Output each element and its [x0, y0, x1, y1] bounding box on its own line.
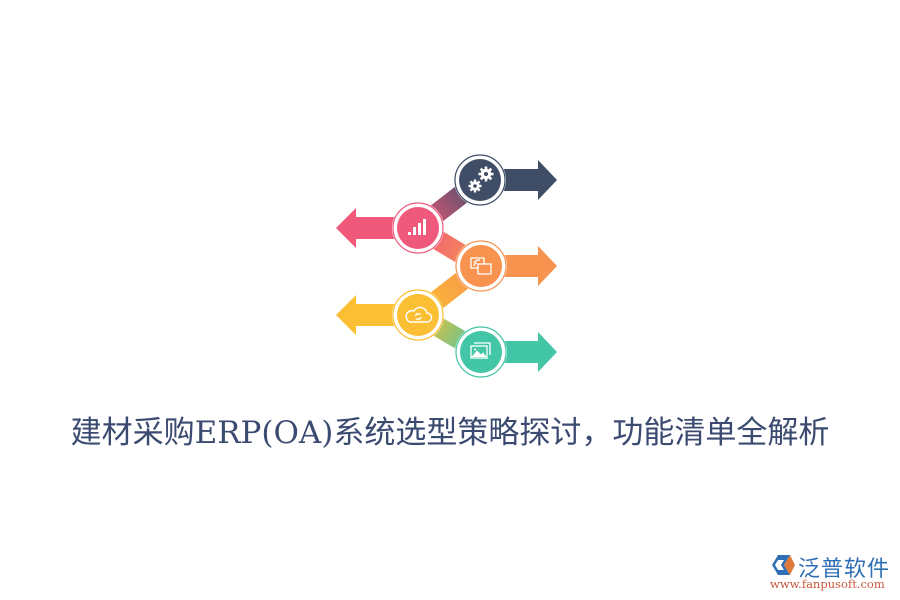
- brand-logo-icon: [772, 555, 795, 575]
- step-circle-3: [455, 240, 507, 292]
- brand-name: 泛普软件: [798, 557, 891, 582]
- bar-chart-icon: [408, 219, 426, 235]
- cloud-sync-icon: [405, 306, 433, 323]
- screen-cast-icon: [470, 257, 492, 275]
- step-circle-5: [455, 326, 507, 378]
- image-gallery-icon: [470, 342, 491, 359]
- step-circle-1: [454, 154, 506, 206]
- gear-icon: [468, 166, 494, 193]
- brand-url[interactable]: www.fanpusoft.com: [770, 577, 885, 591]
- zigzag-arrow-infographic: [336, 154, 557, 378]
- step-circle-2: [392, 202, 444, 254]
- page-title: 建材采购ERP(OA)系统选型策略探讨，功能清单全解析: [70, 415, 830, 451]
- brand-logo[interactable]: 泛普软件 www.fanpusoft.com: [768, 551, 896, 595]
- step-circle-4: [392, 289, 444, 341]
